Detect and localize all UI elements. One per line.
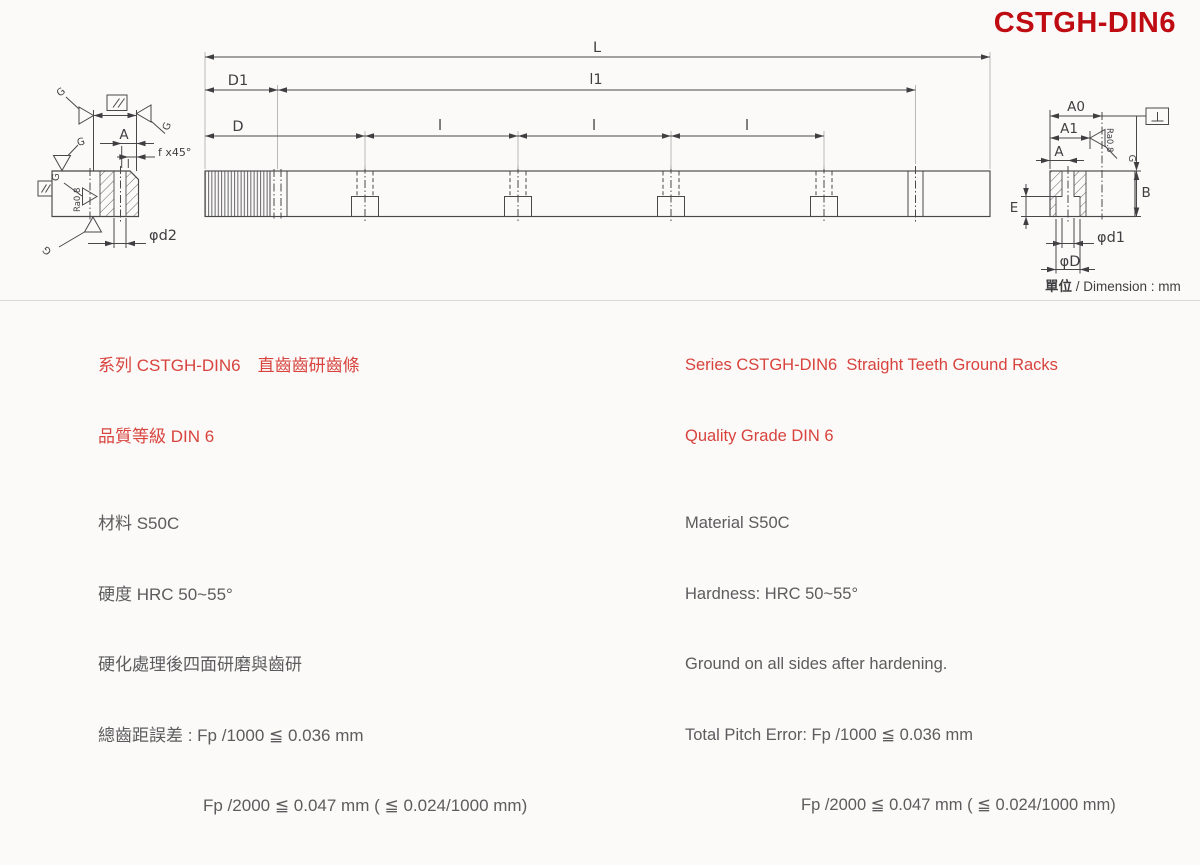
ground-surface-icon: G: [55, 86, 95, 125]
ground-label: G: [41, 243, 54, 256]
section-divider: [0, 300, 1200, 301]
pitch-error-line-en: Total Pitch Error: Fp /1000 ≦ 0.036 mm: [685, 725, 974, 744]
right-section-view: A0 A1 Ra0.8 G: [1010, 99, 1169, 274]
roughness-label: Ra0.8: [73, 188, 83, 212]
dim-d1: φd1: [1046, 218, 1125, 248]
technical-drawing: L D1 l1: [37, 40, 1169, 274]
material-line-en: Material S50C: [685, 514, 790, 532]
dim-label-A: A: [1054, 144, 1064, 160]
dim-label-l1: l1: [589, 72, 602, 88]
dim-D-l: D l l l: [205, 118, 824, 139]
dim-label-l-3: l: [745, 118, 749, 134]
process-line-cn: 硬化處理後四面研磨與齒研: [98, 655, 302, 674]
process-line-en: Ground on all sides after hardening.: [685, 655, 948, 673]
dim-tooth-face: [93, 112, 137, 119]
dim-A0: A0: [1050, 99, 1146, 171]
roughness-mark: Ra0.8 G: [1088, 128, 1137, 163]
dim-label-B: B: [1142, 185, 1151, 201]
dim-label-Dc: φD: [1060, 254, 1081, 270]
dim-label-d1: φd1: [1097, 230, 1125, 246]
hardness-line-cn: 硬度 HRC 50~55°: [98, 584, 233, 604]
dim-A-right: A: [1036, 144, 1084, 164]
section-hatch-right: [125, 170, 139, 217]
dim-D1-l1: D1 l1: [205, 72, 916, 93]
grade-line-en: Quality Grade DIN 6: [685, 426, 834, 445]
ground-label: G: [161, 121, 174, 132]
dim-label-l-2: l: [592, 118, 596, 134]
dim-label-l-1: l: [438, 118, 442, 134]
roughness-mark: G Ra0.8: [51, 173, 98, 212]
dim-label-d2: φd2: [149, 228, 177, 244]
page-title: CSTGH-DIN6: [993, 7, 1176, 39]
ground-label: G: [51, 173, 62, 181]
dim-label-L: L: [593, 40, 601, 56]
dim-label-D1: D1: [228, 73, 248, 89]
ground-surface-icon: G: [41, 215, 103, 257]
pitch-error-line2-cn: Fp /2000 ≦ 0.047 mm ( ≦ 0.024/1000 mm): [203, 796, 528, 815]
dim-B: B: [1133, 171, 1151, 217]
main-rack-view: L D1 l1: [204, 40, 991, 222]
dim-chamfer: f x45°: [117, 146, 191, 168]
section-hatch-right: [1073, 170, 1087, 217]
unit-note-cjk: 單位: [1045, 279, 1072, 294]
info-block-chinese: 系列 CSTGH-DIN6 直齒齒研齒條 品質等級 DIN 6 材料 S50C …: [98, 307, 527, 865]
ground-surface-icon: G: [52, 136, 86, 172]
section-hatch-left: [1049, 170, 1063, 217]
dim-A-left: A: [100, 127, 154, 168]
info-block-english: Series CSTGH-DIN6 Straight Teeth Ground …: [685, 307, 1116, 865]
dim-label-A: A: [119, 127, 129, 143]
parallelism-icon: [106, 94, 128, 111]
parallelism-icon: [37, 180, 53, 197]
dim-d2: φd2: [88, 218, 177, 248]
roughness-label: Ra0.8: [1104, 128, 1114, 152]
unit-note-rest: / Dimension : mm: [1072, 279, 1181, 294]
dim-label-E: E: [1010, 200, 1019, 216]
dim-A1: A1: [1050, 121, 1091, 149]
unit-note: 單位 / Dimension : mm: [1045, 275, 1181, 295]
dim-label-A1: A1: [1060, 121, 1078, 137]
dim-Dc: φD: [1041, 219, 1095, 274]
mounting-hole-3: [657, 131, 685, 222]
ground-label: G: [76, 136, 86, 149]
perpendicularity-icon: [1145, 107, 1169, 125]
dim-E: E: [1010, 184, 1056, 229]
rack-teeth-band: [205, 171, 270, 216]
section-hatch-left: [99, 170, 115, 217]
series-line-cn: 系列 CSTGH-DIN6 直齒齒研齒條: [98, 356, 360, 375]
dim-label-A0: A0: [1067, 99, 1085, 115]
grade-line-cn: 品質等級 DIN 6: [98, 426, 215, 446]
mounting-hole-1: [351, 131, 379, 222]
ground-surface-icon: G: [135, 104, 174, 134]
catalog-page: CSTGH-DIN6: [0, 7, 1200, 815]
material-line-cn: 材料 S50C: [98, 514, 180, 533]
ground-label: G: [1126, 155, 1137, 163]
dim-label-D: D: [232, 119, 243, 135]
left-section-view: G G G G G Ra0.8: [37, 86, 191, 257]
pitch-error-line2-en: Fp /2000 ≦ 0.047 mm ( ≦ 0.024/1000 mm): [801, 796, 1116, 814]
mounting-hole-2: [504, 131, 532, 222]
dim-label-chamfer: f x45°: [158, 146, 191, 159]
series-line-en: Series CSTGH-DIN6 Straight Teeth Ground …: [685, 356, 1058, 374]
hardness-line-en: Hardness: HRC 50~55°: [685, 584, 859, 603]
dim-L: L: [205, 40, 990, 60]
mounting-hole-4: [810, 131, 838, 222]
pitch-error-line-cn: 總齒距誤差 : Fp /1000 ≦ 0.036 mm: [98, 725, 364, 745]
